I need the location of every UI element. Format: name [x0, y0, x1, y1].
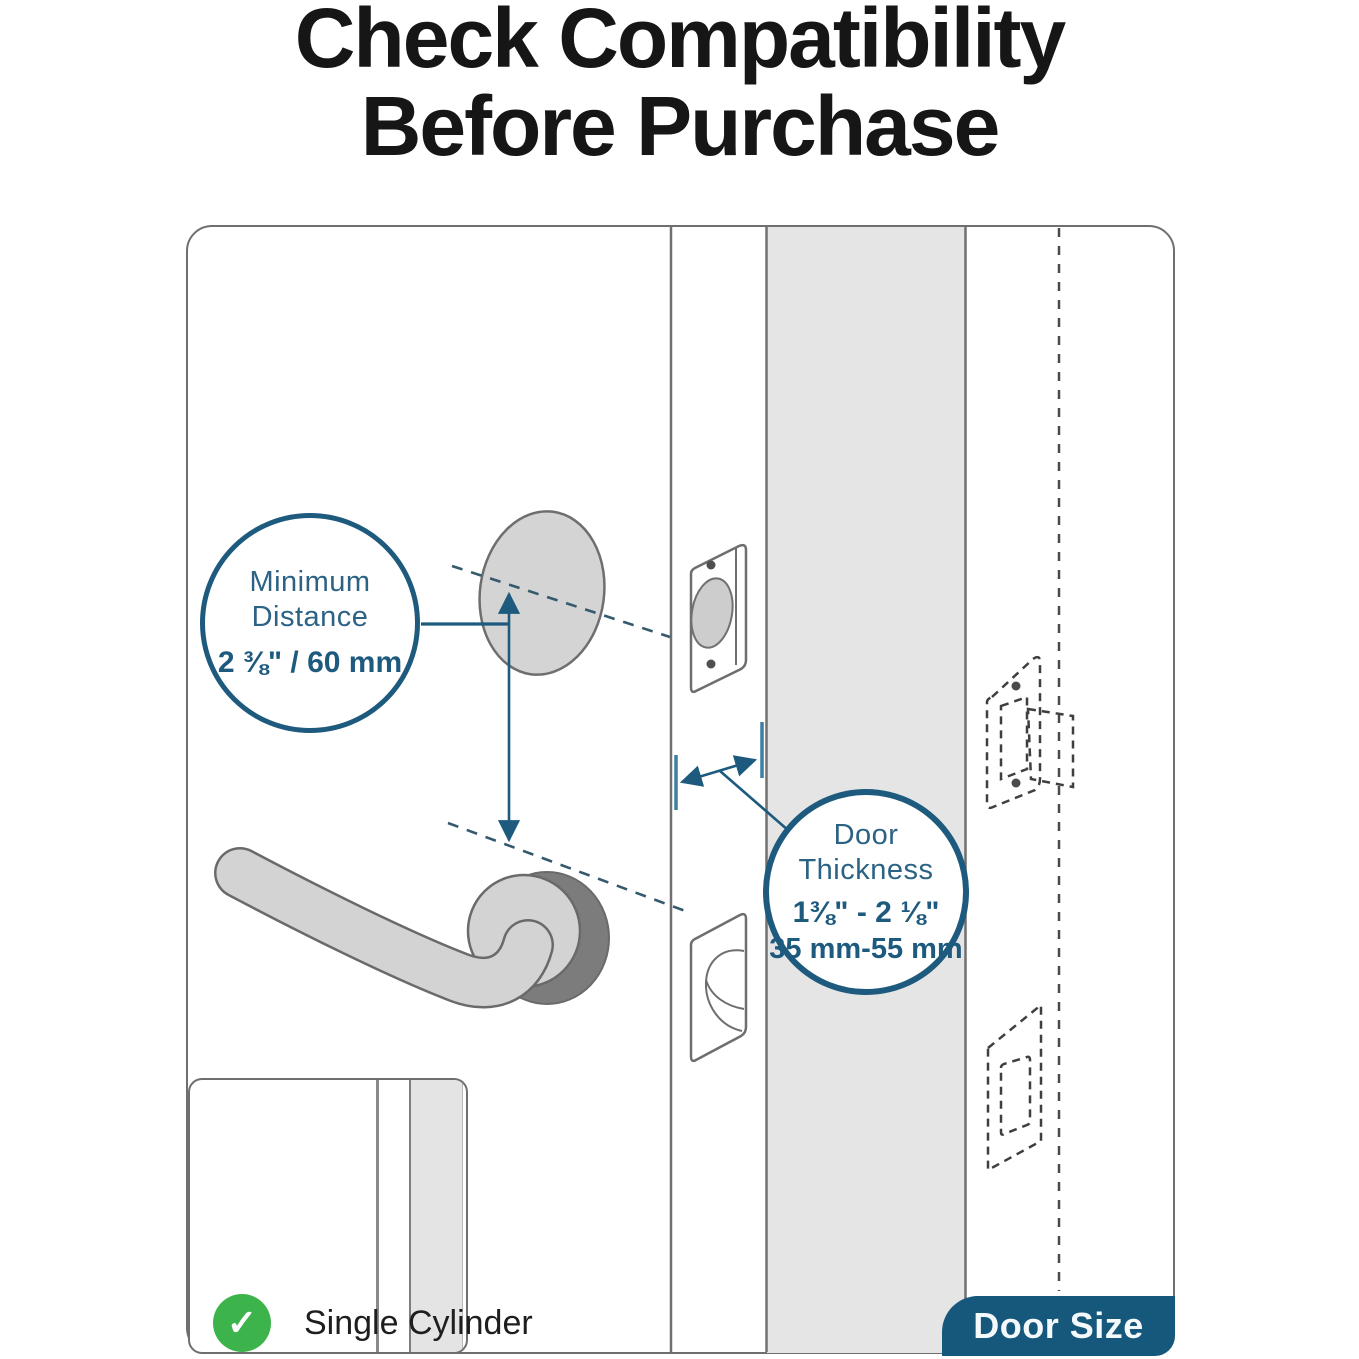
- single-cylinder-label: Single Cylinder: [304, 1303, 533, 1342]
- door-thickness-value-inches: 1⅜" - 2 ⅛": [792, 895, 940, 929]
- inset-door-edge-line: [376, 1080, 379, 1352]
- door-size-tab: Door Size: [942, 1296, 1175, 1356]
- door-thickness-value-mm: 35 mm-55 mm: [769, 932, 963, 965]
- min-distance-label-1: Minimum: [249, 566, 371, 598]
- minimum-distance-badge: Minimum Distance 2 ⅜" / 60 mm: [200, 513, 420, 733]
- checkmark-icon: ✓: [213, 1294, 271, 1352]
- min-distance-value: 2 ⅜" / 60 mm: [217, 646, 403, 679]
- door-thickness-label-1: Door: [833, 818, 899, 851]
- page-title-line2: Before Purchase: [360, 79, 1001, 173]
- min-distance-label-2: Distance: [251, 601, 369, 633]
- page-title: Check Compatibility Before Purchase: [0, 0, 1359, 170]
- door-thickness-label-2: Thickness: [798, 853, 934, 886]
- door-size-label: Door Size: [973, 1305, 1144, 1346]
- single-cylinder-row: ✓ Single Cylinder: [213, 1294, 533, 1352]
- checkmark-glyph: ✓: [226, 1302, 258, 1343]
- inset-door-frame-strip: [409, 1080, 463, 1352]
- door-thickness-badge: Door Thickness 1⅜" - 2 ⅛" 35 mm-55 mm: [763, 789, 969, 995]
- page-title-line1: Check Compatibility: [294, 0, 1066, 85]
